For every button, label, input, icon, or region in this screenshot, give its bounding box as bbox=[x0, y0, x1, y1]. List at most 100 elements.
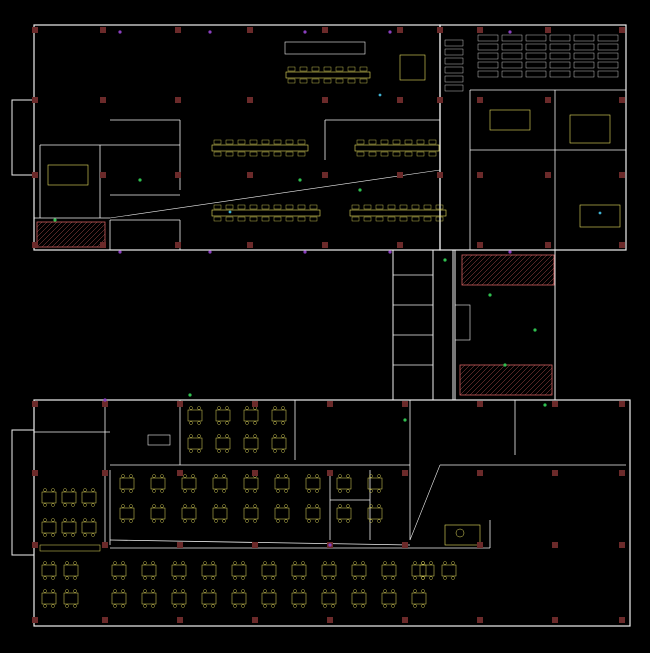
hatch-line bbox=[46, 221, 73, 248]
workstation-cluster bbox=[41, 592, 57, 605]
chair bbox=[315, 504, 319, 508]
chair bbox=[241, 561, 245, 565]
green-marker bbox=[503, 363, 507, 367]
chair bbox=[387, 204, 396, 210]
hatch-line bbox=[61, 221, 88, 248]
structural-column bbox=[177, 470, 183, 476]
chair bbox=[237, 216, 246, 222]
hatch-line bbox=[471, 254, 503, 286]
chair bbox=[413, 589, 417, 593]
structural-column bbox=[477, 542, 483, 548]
chair bbox=[284, 489, 288, 493]
chair bbox=[338, 504, 342, 508]
structural-column bbox=[247, 97, 253, 103]
chair bbox=[245, 421, 249, 425]
chair bbox=[285, 151, 294, 157]
structural-column bbox=[402, 401, 408, 407]
chair bbox=[253, 434, 257, 438]
chair bbox=[416, 139, 425, 145]
chair bbox=[307, 489, 311, 493]
chair bbox=[181, 604, 185, 608]
chair bbox=[225, 216, 234, 222]
structural-column bbox=[177, 401, 183, 407]
chair bbox=[428, 139, 437, 145]
chair bbox=[368, 139, 377, 145]
chair bbox=[271, 561, 275, 565]
chair bbox=[297, 139, 306, 145]
hatch-line bbox=[459, 364, 476, 381]
structural-column bbox=[252, 617, 258, 623]
green-marker bbox=[298, 178, 302, 182]
chair bbox=[189, 421, 193, 425]
chair bbox=[428, 151, 437, 157]
hatch-line bbox=[461, 254, 493, 286]
chair bbox=[301, 604, 305, 608]
workstation-cluster bbox=[212, 507, 228, 520]
auditorium-seat-row bbox=[549, 61, 571, 69]
chair bbox=[399, 204, 408, 210]
chair bbox=[143, 576, 147, 580]
hatch-line bbox=[466, 254, 498, 286]
chair bbox=[181, 561, 185, 565]
chair bbox=[160, 474, 164, 478]
chair bbox=[143, 561, 147, 565]
structural-column bbox=[102, 470, 108, 476]
workstation-cluster bbox=[215, 409, 231, 422]
structural-column bbox=[252, 470, 258, 476]
chair bbox=[273, 204, 282, 210]
auditorium-seat-row bbox=[525, 52, 547, 60]
structural-column bbox=[552, 617, 558, 623]
structural-column bbox=[32, 470, 38, 476]
auditorium-seat-row bbox=[573, 34, 595, 42]
chair bbox=[51, 561, 55, 565]
purple-marker bbox=[208, 30, 212, 34]
auditorium-seat-row bbox=[549, 34, 571, 42]
chair bbox=[160, 519, 164, 523]
chair bbox=[413, 604, 417, 608]
structural-column bbox=[477, 242, 483, 248]
chair bbox=[83, 488, 87, 492]
green-marker bbox=[358, 188, 362, 192]
chair bbox=[263, 561, 267, 565]
chair bbox=[121, 504, 125, 508]
structural-columns-layer bbox=[32, 27, 625, 623]
chair bbox=[245, 434, 249, 438]
workstation-cluster bbox=[41, 564, 57, 577]
green-marker bbox=[443, 258, 447, 262]
chair bbox=[213, 139, 222, 145]
chair bbox=[129, 519, 133, 523]
workstation-cluster bbox=[321, 592, 337, 605]
structural-column bbox=[552, 401, 558, 407]
workstation-cluster bbox=[187, 409, 203, 422]
structural-column bbox=[477, 172, 483, 178]
chair bbox=[214, 519, 218, 523]
chair bbox=[121, 561, 125, 565]
chair bbox=[307, 474, 311, 478]
structural-column bbox=[247, 242, 253, 248]
auditorium-seat-row bbox=[477, 34, 499, 42]
upper-desk-row bbox=[354, 144, 440, 152]
chair bbox=[253, 421, 257, 425]
chair bbox=[43, 518, 47, 522]
structural-column bbox=[175, 97, 181, 103]
chair bbox=[429, 576, 433, 580]
hatch-line bbox=[464, 364, 496, 396]
chair bbox=[51, 589, 55, 593]
workstation-cluster bbox=[81, 491, 97, 504]
lower-diagonal-partition bbox=[409, 464, 441, 541]
auditorium-seat-row bbox=[444, 66, 464, 74]
chair bbox=[284, 504, 288, 508]
workstation-cluster bbox=[141, 564, 157, 577]
auditorium-seat-row bbox=[549, 43, 571, 51]
structural-column bbox=[397, 172, 403, 178]
chair bbox=[65, 604, 69, 608]
structural-column bbox=[252, 542, 258, 548]
structural-column bbox=[32, 401, 38, 407]
chair bbox=[307, 519, 311, 523]
chair bbox=[91, 503, 95, 507]
chair bbox=[331, 604, 335, 608]
chair bbox=[191, 504, 195, 508]
hatch-line bbox=[459, 364, 481, 386]
chair bbox=[353, 604, 357, 608]
